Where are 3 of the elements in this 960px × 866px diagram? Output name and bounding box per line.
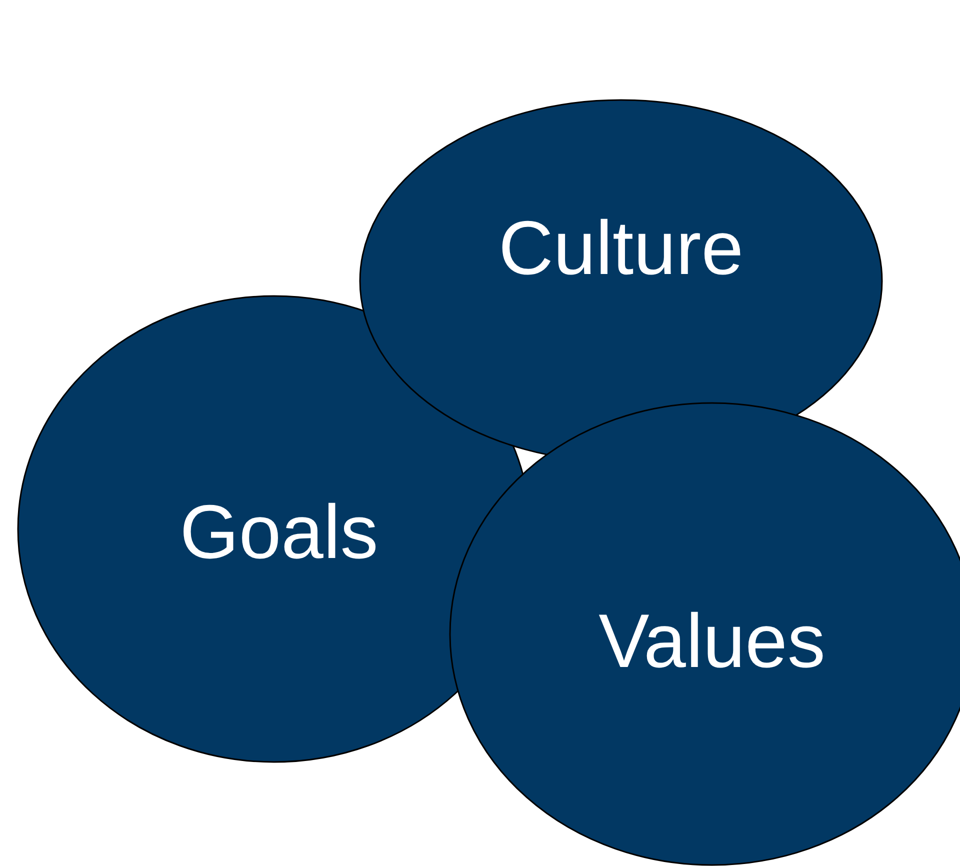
circle-label: Goals <box>180 495 378 571</box>
circle-label: Values <box>598 604 826 680</box>
circle-label: Culture <box>498 211 744 287</box>
